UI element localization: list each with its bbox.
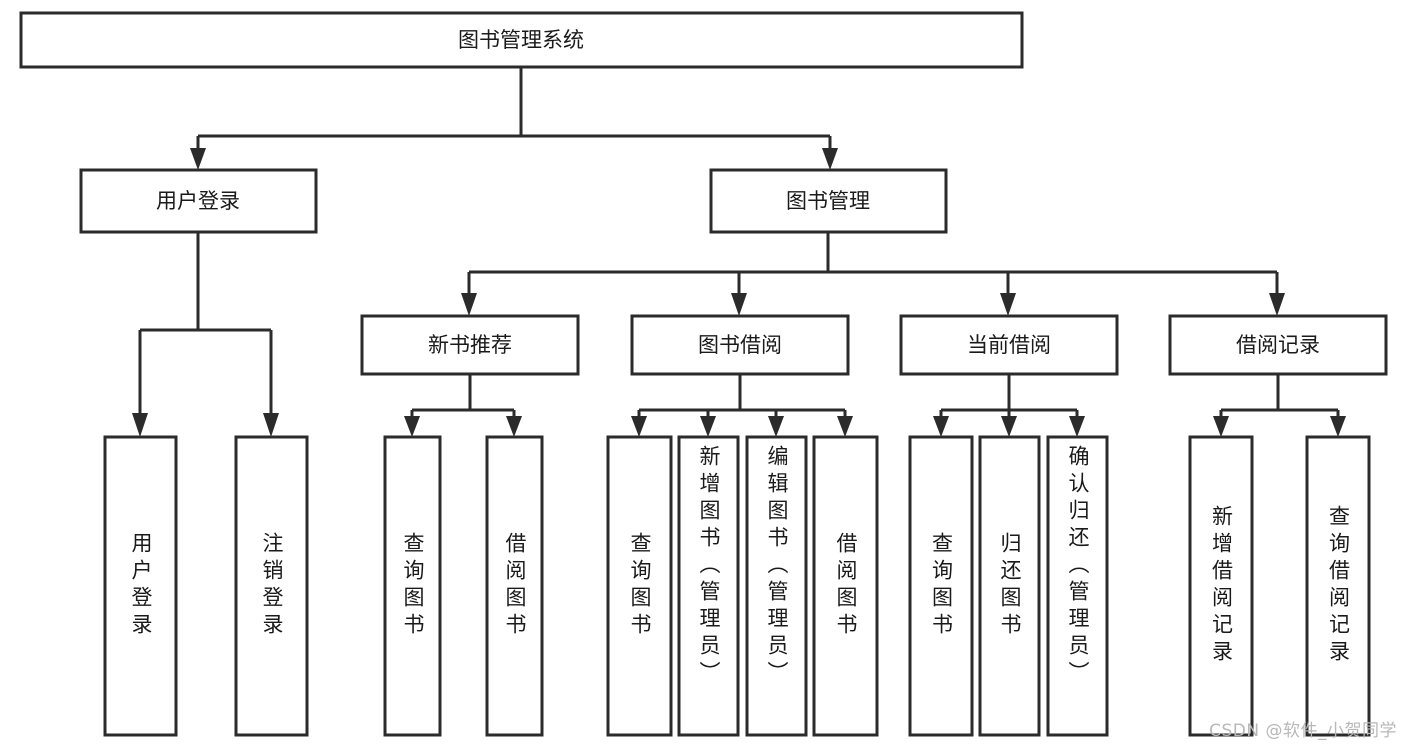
- connector-new-book-to-leaves: [404, 374, 522, 437]
- node-root-label: 图书管理系统: [458, 28, 584, 52]
- connector-book-management-to-level3: [461, 232, 1285, 316]
- node-new-book-recommend[interactable]: 新书推荐: [360, 314, 580, 376]
- leaf-box-book-borrow-3[interactable]: [812, 435, 879, 737]
- leaf-box-user-login-1[interactable]: [234, 435, 309, 737]
- node-book-management-label: 图书管理: [786, 189, 870, 213]
- leaf-box-book-borrow-1[interactable]: [677, 435, 740, 737]
- arrow-head-icon: [700, 416, 716, 437]
- leaf-box-book-borrow-0[interactable]: [606, 435, 673, 737]
- arrow-head-icon: [1330, 416, 1346, 437]
- arrow-head-icon: [1069, 416, 1085, 437]
- connector-user-login-to-leaves: [132, 232, 279, 437]
- leaf-box-current-borrow-0[interactable]: [908, 435, 974, 737]
- node-book-borrow-label: 图书借阅: [698, 333, 782, 357]
- node-new-book-recommend-label: 新书推荐: [428, 333, 512, 357]
- connector-borrow-record-to-leaves: [1213, 374, 1346, 437]
- node-current-borrow-box: [899, 314, 1119, 376]
- node-root[interactable]: 图书管理系统: [19, 11, 1024, 69]
- arrow-head-icon: [461, 293, 477, 316]
- node-user-login-label: 用户登录: [156, 189, 240, 213]
- node-user-login-box: [79, 168, 318, 234]
- arrow-head-icon: [404, 416, 420, 437]
- connector-current-borrow-to-leaves: [933, 374, 1085, 437]
- leaf-box-new-book-1[interactable]: [485, 435, 544, 737]
- arrow-head-icon: [263, 413, 279, 437]
- arrow-head-icon: [190, 148, 206, 170]
- node-borrow-record-label: 借阅记录: [1236, 333, 1320, 357]
- node-user-login[interactable]: 用户登录: [79, 168, 318, 234]
- node-borrow-record[interactable]: 借阅记录: [1168, 314, 1388, 376]
- leaf-box-current-borrow-2[interactable]: [1046, 435, 1109, 737]
- node-book-management[interactable]: 图书管理: [709, 168, 948, 234]
- csdn-watermark: CSDN @软件_小贺同学: [1209, 721, 1397, 741]
- connector-root-to-level2: [190, 67, 838, 170]
- arrow-head-icon: [837, 416, 853, 437]
- node-current-borrow-label: 当前借阅: [967, 333, 1051, 357]
- leaf-box-borrow-record-1[interactable]: [1305, 435, 1371, 737]
- arrow-head-icon: [822, 148, 838, 170]
- arrow-head-icon: [132, 413, 148, 437]
- node-new-book-recommend-box: [360, 314, 580, 376]
- arrow-head-icon: [731, 293, 747, 316]
- arrow-head-icon: [631, 416, 647, 437]
- arrow-head-icon: [1000, 293, 1016, 316]
- connector-book-borrow-to-leaves: [631, 374, 853, 437]
- leaf-box-borrow-record-0[interactable]: [1188, 435, 1254, 737]
- arrow-head-icon: [506, 416, 522, 437]
- arrow-head-icon: [933, 416, 949, 437]
- arrow-head-icon: [1001, 416, 1017, 437]
- arrow-head-icon: [1213, 416, 1229, 437]
- leaf-box-current-borrow-1[interactable]: [978, 435, 1041, 737]
- node-book-borrow[interactable]: 图书借阅: [630, 314, 850, 376]
- leaf-box-book-borrow-2[interactable]: [745, 435, 808, 737]
- arrow-head-icon: [768, 416, 784, 437]
- node-root-box: [19, 11, 1024, 69]
- node-current-borrow[interactable]: 当前借阅: [899, 314, 1119, 376]
- arrow-head-icon: [1269, 293, 1285, 316]
- leaf-box-new-book-0[interactable]: [383, 435, 442, 737]
- leaf-box-user-login-0[interactable]: [103, 435, 178, 737]
